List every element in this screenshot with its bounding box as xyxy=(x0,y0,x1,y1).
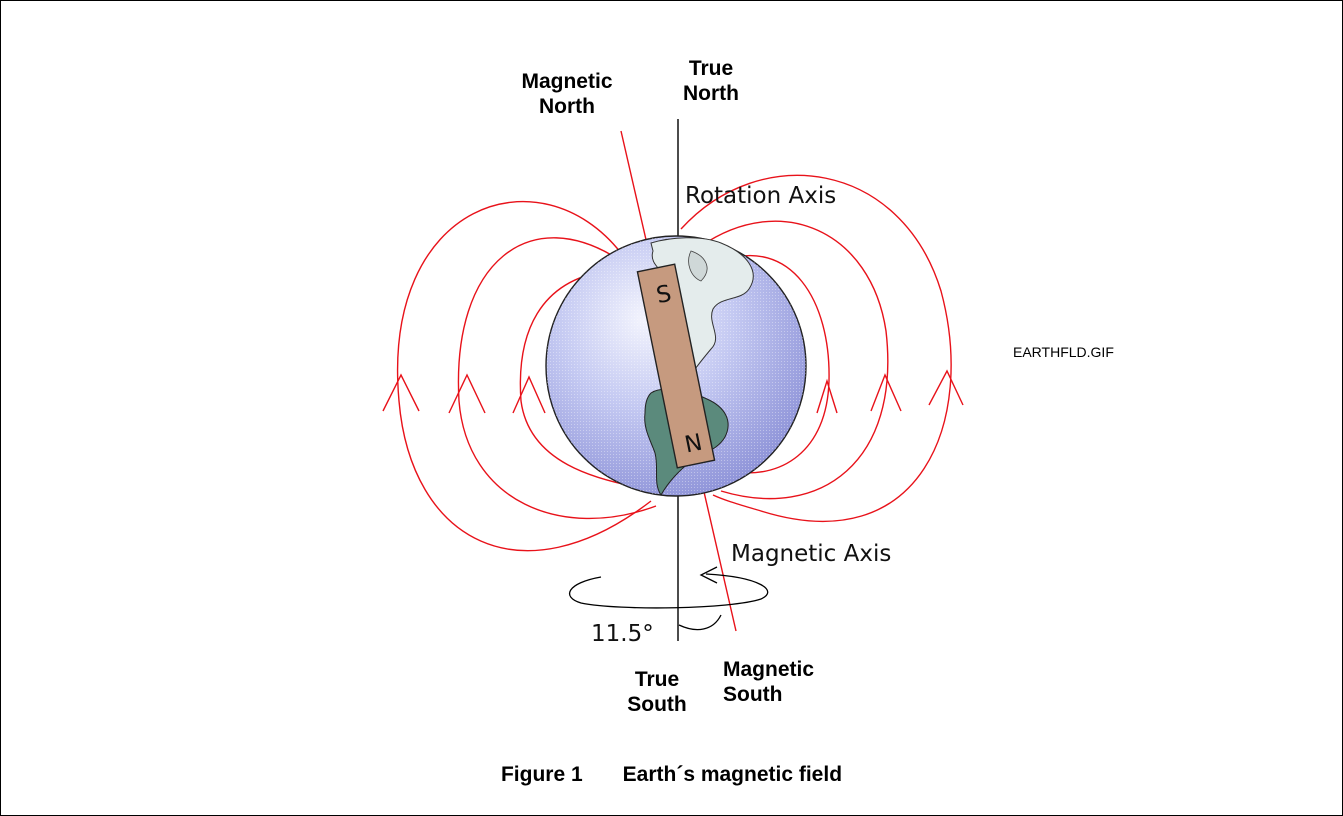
true-north-label: True North xyxy=(661,56,761,106)
bar-magnet: S N xyxy=(636,263,716,469)
figure-caption: Figure 1 Earth´s magnetic field xyxy=(1,763,1342,787)
magnet-south-pole-label: S xyxy=(654,281,673,309)
figure-title: Earth´s magnetic field xyxy=(622,763,843,786)
arrow-left-outer xyxy=(382,373,420,412)
rotation-arrow-head xyxy=(699,566,718,584)
magnetic-south-label-line-2: South xyxy=(723,683,783,706)
true-south-label-line-1: True xyxy=(634,668,680,691)
image-filename: EARTHFLD.GIF xyxy=(1013,344,1114,360)
field-arrows xyxy=(382,369,964,414)
field-line-left-inner xyxy=(519,270,662,492)
arrow-right-inner xyxy=(816,378,838,414)
magnetic-north-label-line-2: North xyxy=(539,95,595,118)
angle-arc xyxy=(678,614,722,631)
field-line-left-middle xyxy=(457,237,657,520)
magnet-north-pole-label: N xyxy=(682,430,704,459)
field-line-right-middle xyxy=(700,220,889,500)
true-south-label-line-2: South xyxy=(627,693,687,716)
magnetic-north-label: Magnetic North xyxy=(497,69,637,119)
true-south-label: True South xyxy=(607,667,707,717)
magnetic-axis-label: Magnetic Axis xyxy=(731,541,891,567)
arrow-left-inner xyxy=(512,375,546,414)
magnetic-south-label-line-1: Magnetic xyxy=(723,658,815,681)
arrow-right-outer xyxy=(928,369,964,406)
field-line-right-inner xyxy=(720,254,830,474)
true-north-label-line-1: True xyxy=(688,57,734,80)
figure-number: Figure 1 xyxy=(500,763,583,786)
rotation-indicator xyxy=(569,566,769,609)
angle-label: 11.5° xyxy=(591,621,654,647)
true-north-label-line-2: North xyxy=(683,82,739,105)
field-line-left-outer xyxy=(396,200,652,552)
magnetic-north-label-line-1: Magnetic xyxy=(521,70,613,93)
magnetic-south-label: Magnetic South xyxy=(723,657,863,707)
rotation-axis-label: Rotation Axis xyxy=(685,183,836,209)
arrow-right-middle xyxy=(870,373,902,412)
arrow-left-middle xyxy=(448,373,486,414)
